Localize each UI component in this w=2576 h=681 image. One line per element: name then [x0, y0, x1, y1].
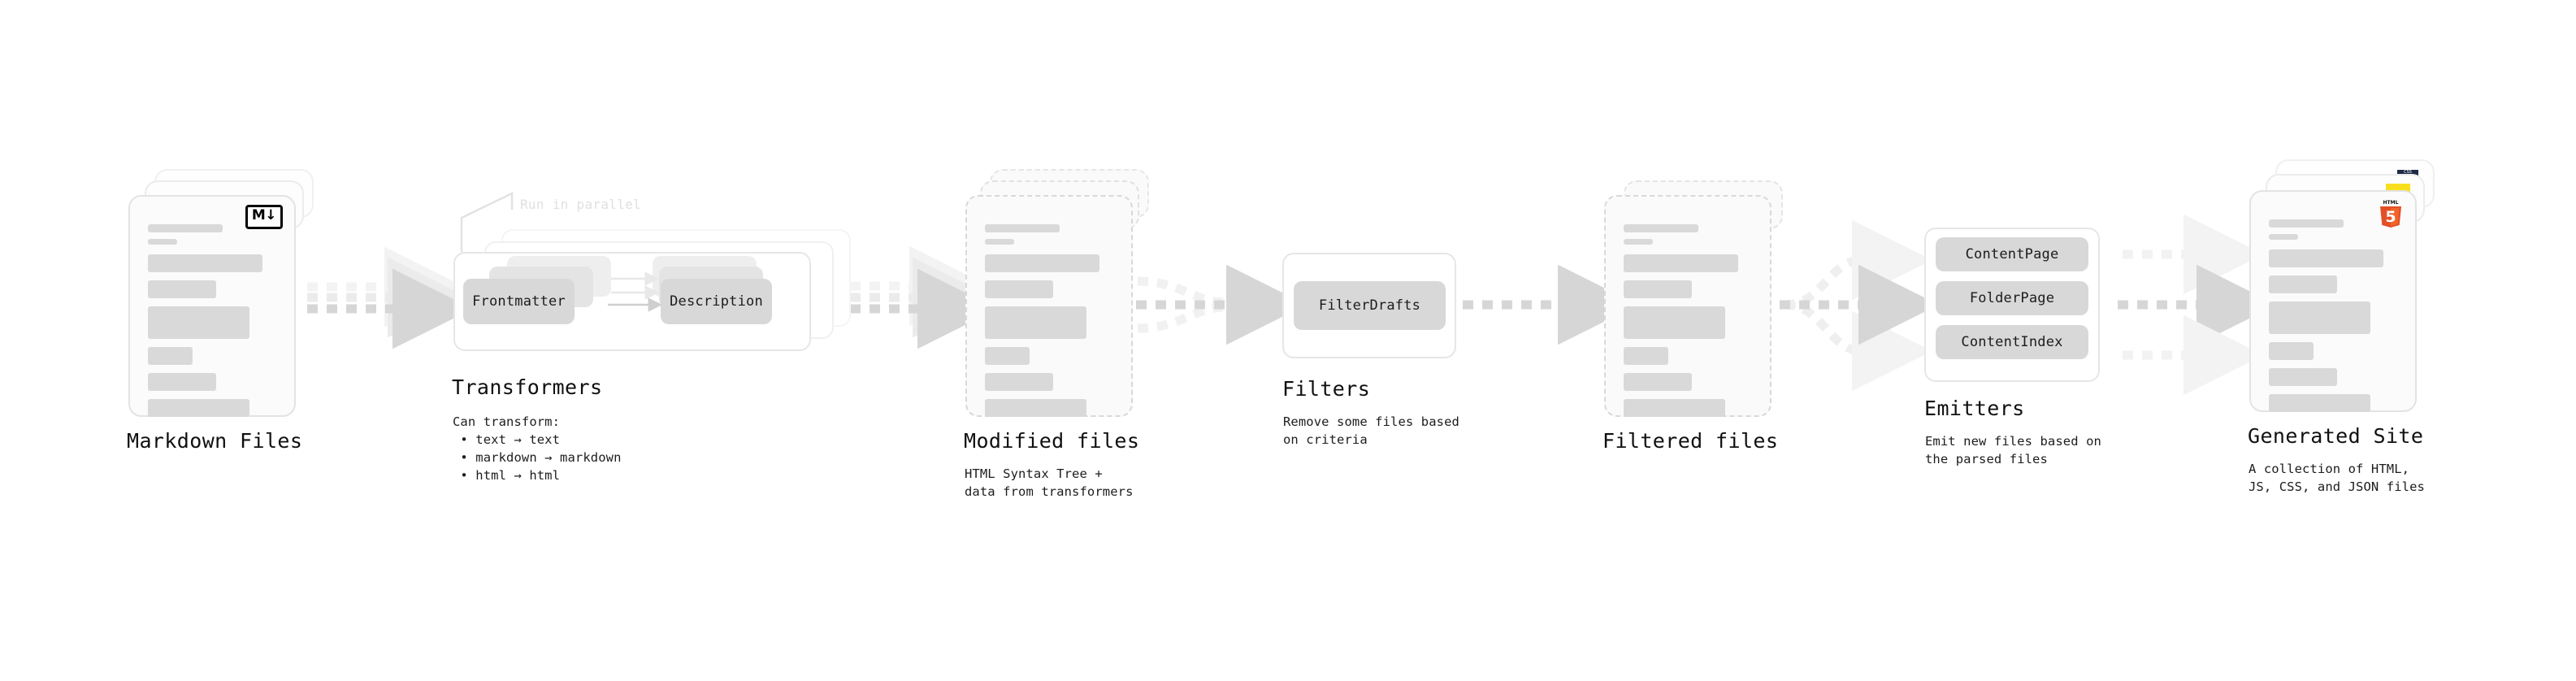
svg-text:HTML: HTML — [2383, 200, 2399, 206]
filter-chip-filterdrafts[interactable]: FilterDrafts — [1294, 281, 1446, 330]
transformer-chip-description[interactable]: Description — [661, 279, 772, 324]
emitters-title: Emitters — [1924, 397, 2025, 420]
modified-files-title: Modified files — [964, 429, 1140, 453]
markdown-files-title: Markdown Files — [127, 429, 303, 453]
modified-file-card-front — [965, 195, 1133, 417]
filtered-file-card-front — [1604, 195, 1772, 417]
filtered-files-title: Filtered files — [1602, 429, 1779, 453]
emitter-chip-folderpage[interactable]: FolderPage — [1936, 281, 2088, 315]
generated-site-card-html: HTML 5 — [2249, 190, 2417, 412]
generated-site-title: Generated Site — [2248, 424, 2424, 448]
filters-title: Filters — [1282, 377, 1371, 401]
transformers-title: Transformers — [452, 375, 603, 399]
emitters-subtitle: Emit new files based on the parsed files — [1925, 434, 2101, 466]
emitter-chip-contentindex[interactable]: ContentIndex — [1936, 325, 2088, 359]
emitter-chip-contentpage[interactable]: ContentPage — [1936, 237, 2088, 271]
svg-text:5: 5 — [2385, 208, 2396, 226]
html5-badge-icon: HTML 5 — [2380, 200, 2401, 228]
transformers-subtitle: Can transform: • text → text • markdown … — [453, 414, 622, 483]
markdown-badge-icon: M↓ — [245, 205, 283, 229]
generated-site-subtitle: A collection of HTML, JS, CSS, and JSON … — [2249, 462, 2425, 494]
modified-files-subtitle: HTML Syntax Tree + data from transformer… — [965, 466, 1134, 499]
transformer-chip-frontmatter[interactable]: Frontmatter — [463, 279, 575, 324]
filters-subtitle: Remove some files based on criteria — [1283, 414, 1459, 447]
markdown-file-card-front: M↓ — [128, 195, 296, 417]
run-in-parallel-label: Run in parallel — [520, 197, 641, 212]
